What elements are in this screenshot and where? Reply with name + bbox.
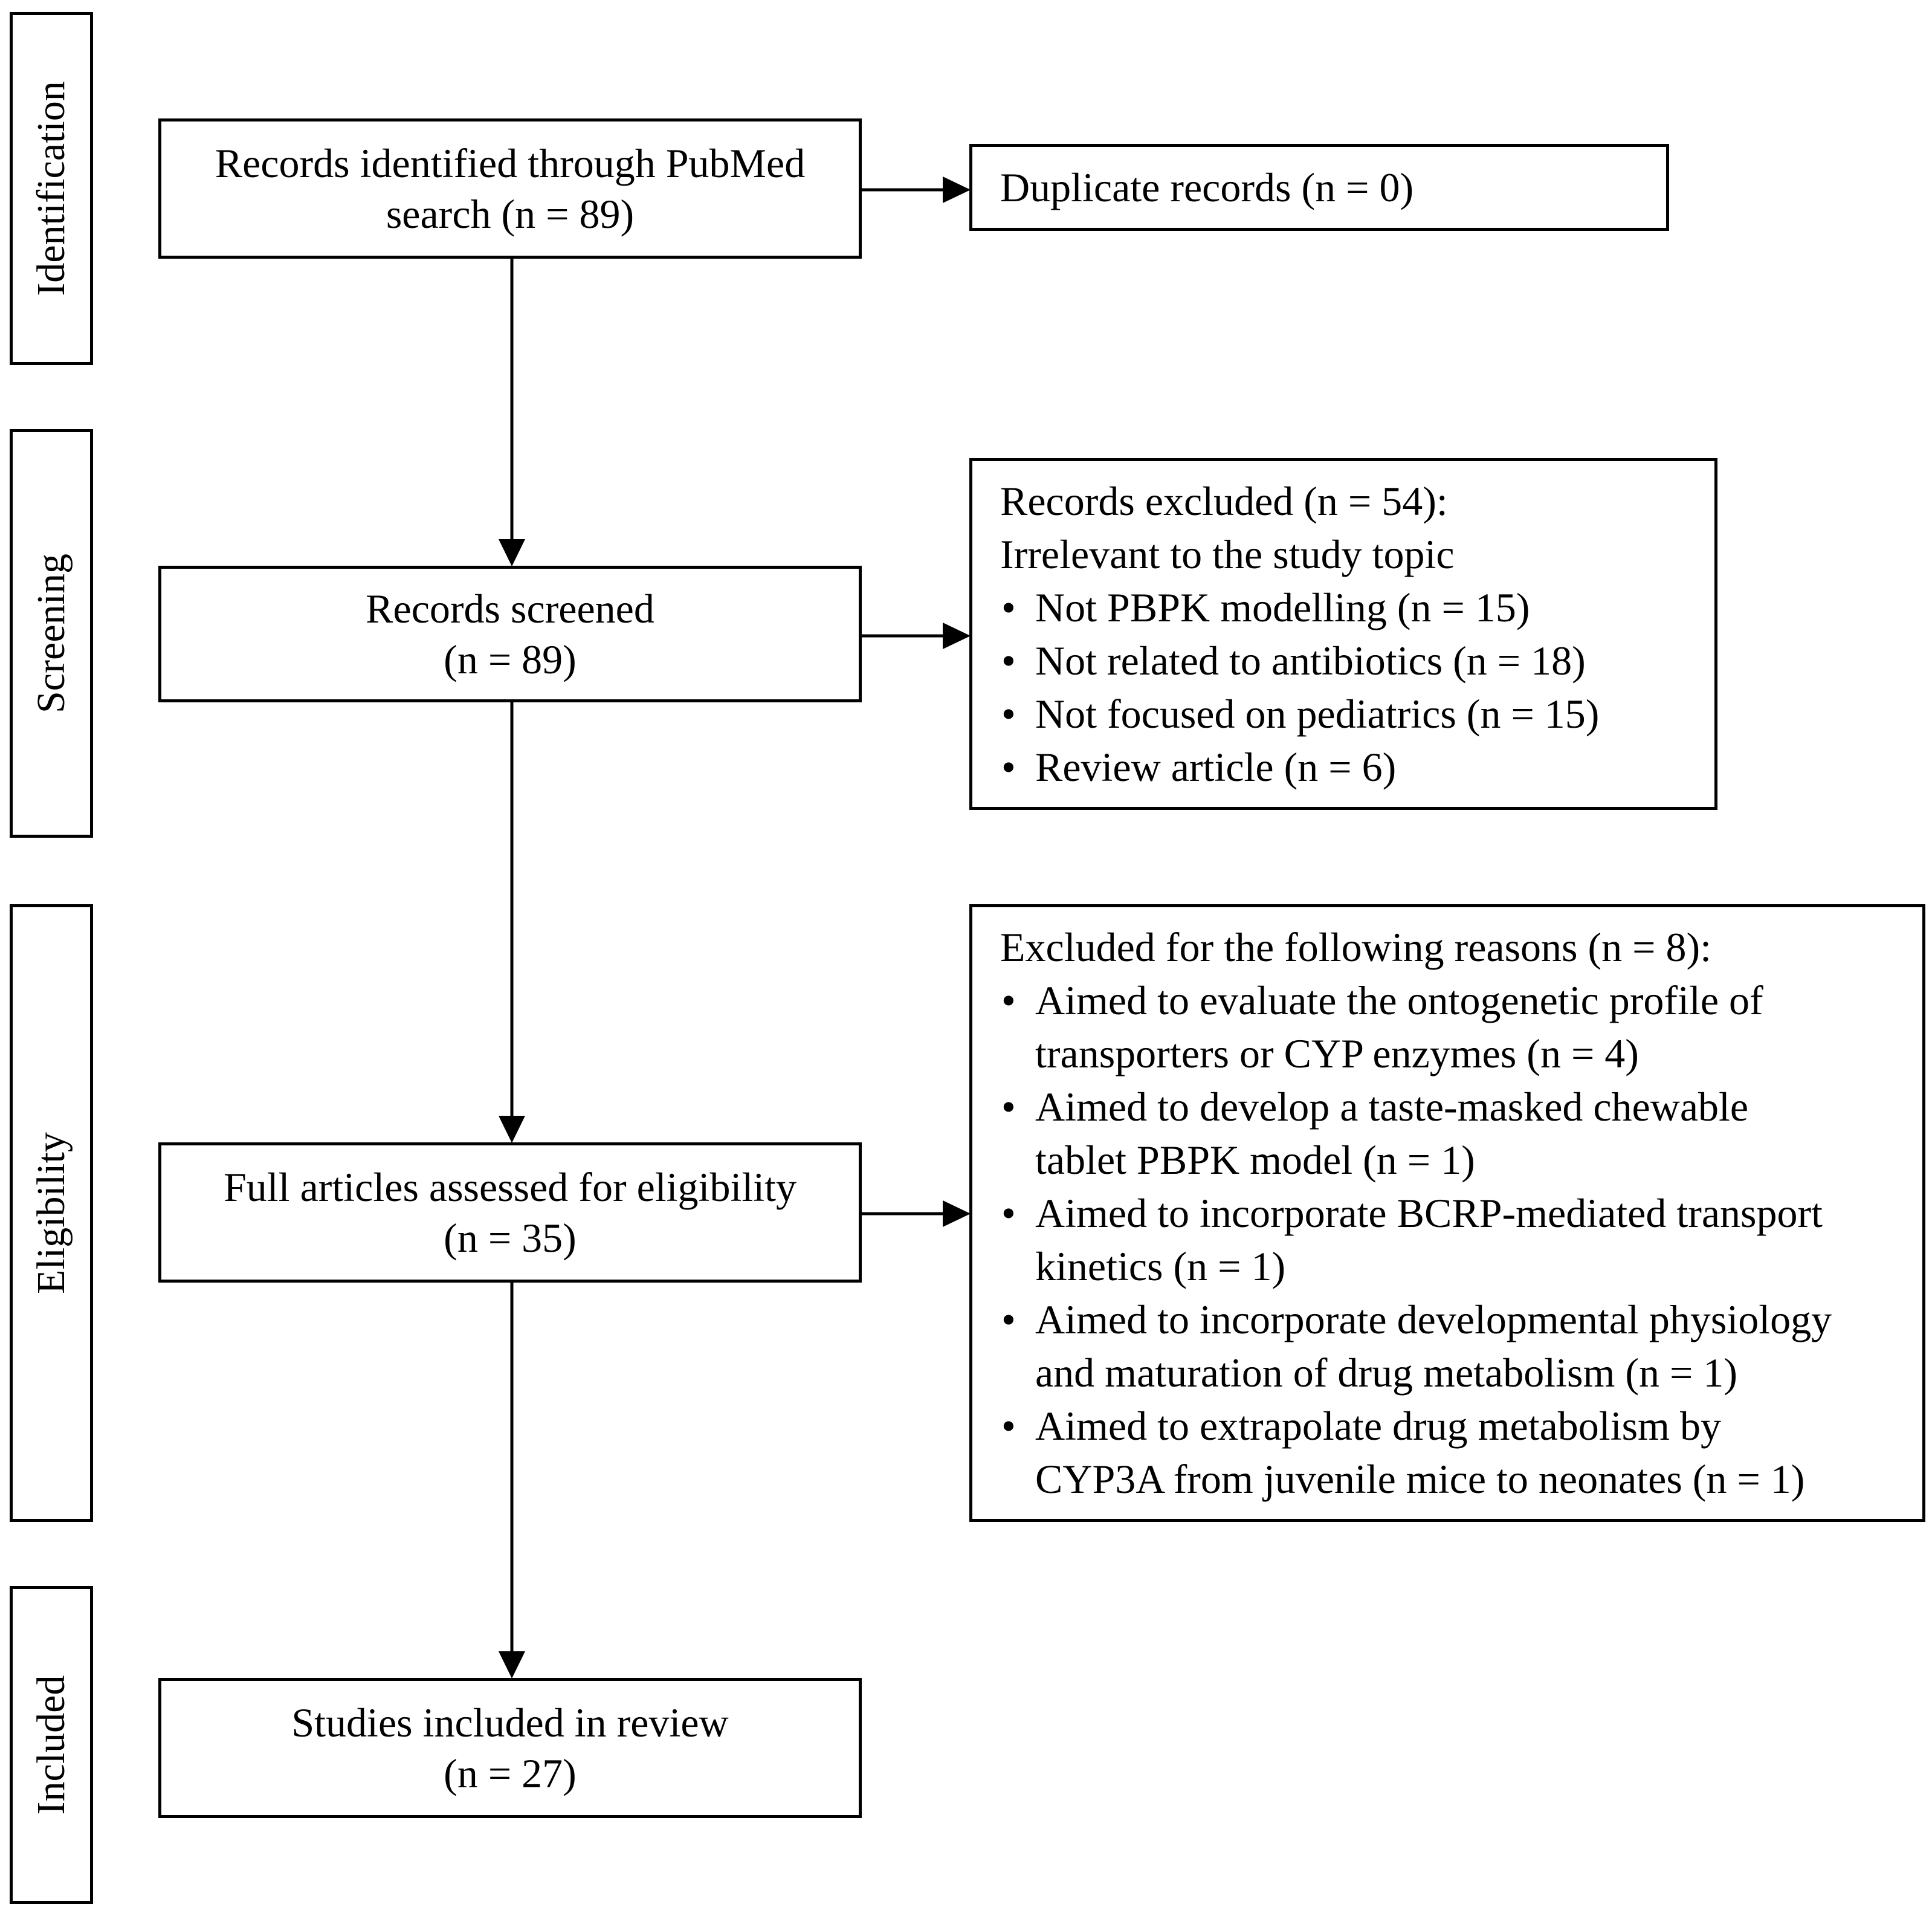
stage-included: Included: [10, 1586, 93, 1904]
box-records-identified: Records identified through PubMed search…: [158, 118, 862, 259]
eligibility-excluded-list: Aimed to evaluate the ontogenetic profil…: [1000, 974, 1898, 1506]
vertical-arrows: [499, 259, 525, 1678]
stage-screening: Screening: [10, 429, 93, 838]
arrowhead-eligibility-excluded: [943, 1200, 971, 1227]
records-screened-line1: Records screened: [366, 586, 654, 632]
records-screened-line2: (n = 89): [444, 636, 577, 682]
arrowhead-screened: [499, 539, 525, 566]
list-item: Review article (n = 6): [1000, 740, 1690, 794]
records-identified-line2: search (n = 89): [386, 191, 635, 237]
list-item: Aimed to incorporate developmental physi…: [1000, 1293, 1898, 1399]
box-records-excluded: Records excluded (n = 54): Irrelevant to…: [969, 458, 1717, 810]
duplicate-records-text: Duplicate records (n = 0): [1000, 164, 1414, 210]
full-articles-line2: (n = 35): [444, 1215, 577, 1261]
stage-eligibility: Eligibility: [10, 904, 93, 1522]
arrowhead-assessed: [499, 1116, 525, 1143]
box-full-articles-assessed: Full articles assessed for eligibility (…: [158, 1142, 862, 1283]
list-item: Aimed to evaluate the ontogenetic profil…: [1000, 974, 1898, 1080]
horizontal-arrows: [861, 176, 971, 1227]
list-item: Aimed to extrapolate drug metabolism by …: [1000, 1399, 1898, 1506]
list-item: Aimed to develop a taste-masked chewable…: [1000, 1080, 1898, 1186]
list-item: Not focused on pediatrics (n = 15): [1000, 687, 1690, 740]
studies-included-line2: (n = 27): [444, 1750, 577, 1796]
list-item: Not PBPK modelling (n = 15): [1000, 581, 1690, 634]
box-duplicate-records: Duplicate records (n = 0): [969, 144, 1669, 231]
stage-identification: Identification: [10, 12, 93, 365]
records-identified-line1: Records identified through PubMed: [215, 140, 806, 186]
list-item: Not related to antibiotics (n = 18): [1000, 634, 1690, 687]
studies-included-line1: Studies included in review: [291, 1700, 729, 1746]
records-excluded-subheading: Irrelevant to the study topic: [1000, 531, 1455, 577]
arrowhead-duplicates: [943, 176, 971, 203]
arrowhead-records-excluded: [943, 623, 971, 649]
box-studies-included: Studies included in review (n = 27): [158, 1678, 862, 1818]
full-articles-line1: Full articles assessed for eligibility: [223, 1164, 797, 1210]
list-item: Aimed to incorporate BCRP-mediated trans…: [1000, 1186, 1898, 1293]
box-eligibility-excluded: Excluded for the following reasons (n = …: [969, 904, 1925, 1522]
arrowhead-included: [499, 1651, 525, 1678]
box-records-screened: Records screened (n = 89): [158, 566, 862, 702]
records-excluded-heading: Records excluded (n = 54):: [1000, 478, 1448, 524]
eligibility-excluded-heading: Excluded for the following reasons (n = …: [1000, 924, 1712, 970]
records-excluded-list: Not PBPK modelling (n = 15) Not related …: [1000, 581, 1690, 794]
